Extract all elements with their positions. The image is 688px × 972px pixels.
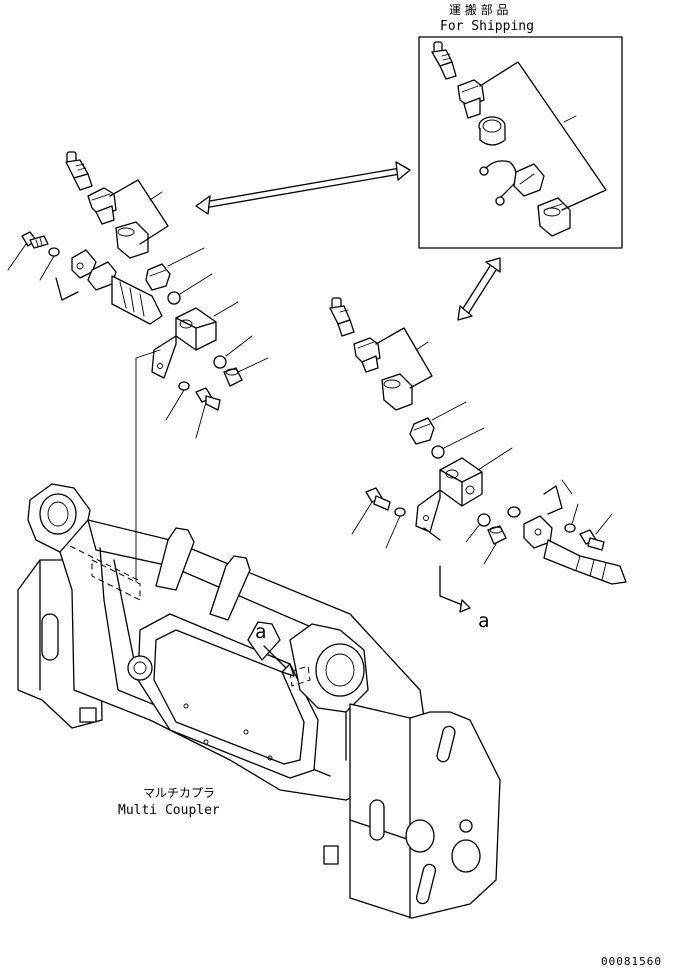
shipping-tether-plug (479, 160, 545, 206)
right-small-boss (459, 819, 473, 833)
right-washer (394, 507, 406, 517)
right-clamp-bracket (543, 485, 563, 515)
right-lower-hole (405, 819, 435, 853)
double-arrow-lower (457, 257, 501, 321)
view-a-frame-label: a (255, 621, 266, 643)
right-o-ring-3 (507, 506, 521, 518)
left-callout-bracket (109, 179, 169, 245)
left-hex-fitting (87, 187, 117, 225)
left-block (79, 707, 97, 723)
right-slot-3 (415, 863, 437, 905)
left-lower-bolt (195, 387, 221, 411)
left-bolt-leader (7, 243, 27, 271)
shipping-label-en: For Shipping (440, 19, 534, 34)
right-plug (487, 525, 507, 545)
shipping-callout-bracket (479, 61, 607, 211)
left-bolt (21, 231, 49, 249)
left-clamp-bracket (55, 277, 79, 301)
left-nut (145, 263, 171, 291)
left-lower-washer (178, 381, 190, 391)
right-nipple (329, 297, 355, 337)
right-slot-1 (369, 799, 385, 841)
window-boss-left (127, 655, 153, 681)
shipping-nipple (431, 41, 457, 80)
hidden-line-1 (69, 545, 139, 581)
right-block-leader (423, 527, 441, 541)
left-plug (223, 367, 243, 387)
right-callout-bracket (375, 327, 433, 389)
right-hex-fitting (353, 337, 381, 373)
top-lug-2 (209, 555, 251, 621)
right-bolt (365, 487, 391, 511)
shipping-cap (478, 116, 506, 146)
left-slot (41, 613, 59, 661)
right-bolt-2 (579, 529, 605, 551)
hidden-coupler-outline-right (289, 665, 311, 687)
right-o-ring-2 (477, 513, 491, 527)
top-lug-3 (247, 621, 281, 661)
shipping-hex-fitting (457, 79, 485, 119)
right-nut (409, 417, 435, 445)
view-a-label: a (478, 610, 489, 632)
coupler-window (137, 613, 319, 779)
left-nipple (65, 151, 93, 191)
left-o-ring-2 (213, 355, 227, 369)
right-coupler-body (543, 539, 627, 585)
right-sleeve (381, 373, 413, 411)
right-lower-hole-2 (451, 839, 481, 873)
double-arrow-upper (195, 161, 411, 215)
multi-coupler-frame: a (17, 349, 501, 919)
left-washer (48, 247, 60, 257)
coupler-label-jp: マルチカプラ (143, 786, 215, 800)
right-valve-block (415, 457, 483, 533)
coupler-label-en: Multi Coupler (118, 803, 220, 818)
left-valve-block (151, 307, 217, 379)
shipping-label-jp: 運 搬 部 品 (449, 2, 508, 17)
left-coupler-body (87, 261, 163, 325)
shipping-parts-group: 運 搬 部 品 For Shipping (418, 2, 623, 249)
right-valve-assembly: a (329, 297, 627, 632)
right-small-washer (564, 523, 576, 533)
right-o-ring-1 (431, 445, 445, 459)
view-a-leader (439, 565, 471, 609)
right-block (323, 845, 339, 865)
drawing-number: 00081560 (601, 955, 662, 968)
left-valve-assembly (7, 151, 269, 439)
top-lug-1 (155, 527, 195, 591)
shipping-sleeve (537, 197, 571, 237)
view-a-arrowhead (459, 599, 471, 613)
left-o-ring-1 (167, 291, 181, 305)
right-slot-2 (436, 725, 456, 763)
left-sleeve (115, 221, 149, 259)
hidden-coupler-outline (91, 559, 141, 601)
shipping-parts-frame (418, 36, 623, 249)
